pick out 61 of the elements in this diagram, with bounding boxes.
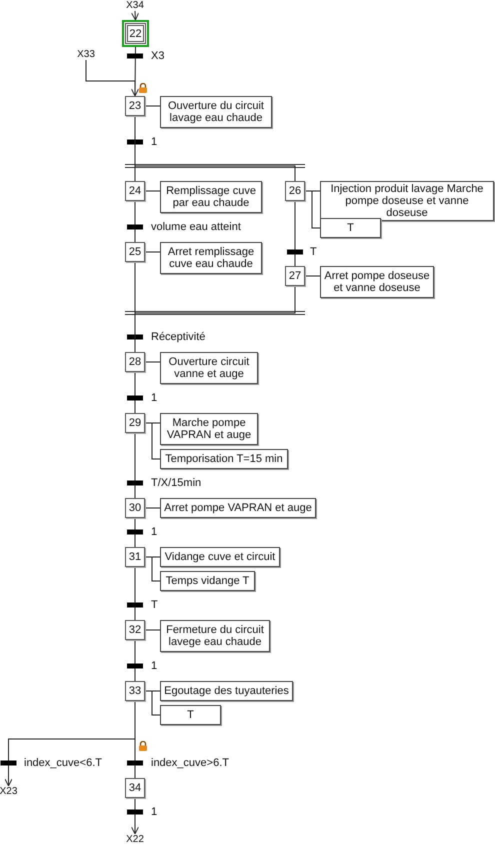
edge-label: volume eau atteint <box>150 221 242 233</box>
edge-label: index_cuve>6.T <box>150 757 230 769</box>
arrow <box>131 10 140 20</box>
action-box: Egoutage des tuyauteries <box>160 681 293 701</box>
connector-line <box>134 518 136 548</box>
action-box: Arret pompe doseuse et vanne doseuse <box>320 266 434 298</box>
initial-step-box: 22 <box>122 20 149 47</box>
step-box: 33 <box>125 681 145 701</box>
connector-line <box>134 700 136 778</box>
step-reference: X34 <box>125 0 145 12</box>
step-box: 29 <box>125 413 145 433</box>
edge-label: T <box>150 599 159 611</box>
step-box: 30 <box>125 498 145 518</box>
connector-line <box>134 432 136 498</box>
arrow <box>131 798 139 834</box>
edge-label: index_cuve<6.T <box>23 757 103 769</box>
edge-label: X3 <box>150 50 166 62</box>
action-box: Remplissage cuve par eau chaude <box>160 181 262 213</box>
connector-line <box>294 200 296 266</box>
action-box: Arret remplissage cuve eau chaude <box>160 242 262 274</box>
connector-line <box>144 690 160 716</box>
action-box: T <box>160 705 221 725</box>
action-box: Ouverture circuit vanne et auge <box>160 352 258 384</box>
connector-line <box>144 190 160 192</box>
step-box: 28 <box>125 352 145 372</box>
step-reference: X33 <box>76 49 96 61</box>
action-box: Injection produit lavage Marche pompe doseuse et vanne doseuse <box>320 181 494 221</box>
action-box: T <box>320 218 381 238</box>
connector-line <box>134 372 136 414</box>
connector-line <box>304 190 320 228</box>
step-box: 27 <box>285 266 305 286</box>
action-box: Vidange cuve et circuit <box>160 547 280 567</box>
step-box: 31 <box>125 547 145 567</box>
connector-line <box>134 200 136 242</box>
step-box: 34 <box>125 778 145 798</box>
edge-label: 1 <box>150 660 158 672</box>
step-box: 32 <box>125 620 145 640</box>
edge-label: Réceptivité <box>150 331 206 343</box>
connector-line <box>134 640 136 682</box>
connector-line <box>134 566 136 620</box>
edge-label: T <box>309 246 318 258</box>
connector-line <box>144 422 160 460</box>
action-box: Temporisation T=15 min <box>160 449 288 469</box>
arrow <box>86 60 139 96</box>
action-box: Arret pompe VAPRAN et auge <box>160 498 316 518</box>
action-box: Fermeture du circuit lavege eau chaude <box>160 620 270 652</box>
action-box: Temps vidange T <box>160 571 255 591</box>
step-box: 23 <box>125 96 145 116</box>
step-box: 24 <box>125 181 145 201</box>
edge-label: 1 <box>150 392 158 404</box>
edge-label: T/X/15min <box>150 477 202 489</box>
connector-line <box>144 556 160 582</box>
step-box: 25 <box>125 242 145 262</box>
action-box: Marche pompe VAPRAN et auge <box>160 413 258 445</box>
step-box: 26 <box>285 181 305 201</box>
step-reference: X22 <box>125 834 145 845</box>
action-box: Ouverture du circuit lavage eau chaude <box>160 96 272 128</box>
edge-label: 1 <box>150 806 158 818</box>
edge-label: 1 <box>150 136 158 148</box>
edge-label: 1 <box>150 526 158 538</box>
step-reference: X23 <box>0 786 17 798</box>
